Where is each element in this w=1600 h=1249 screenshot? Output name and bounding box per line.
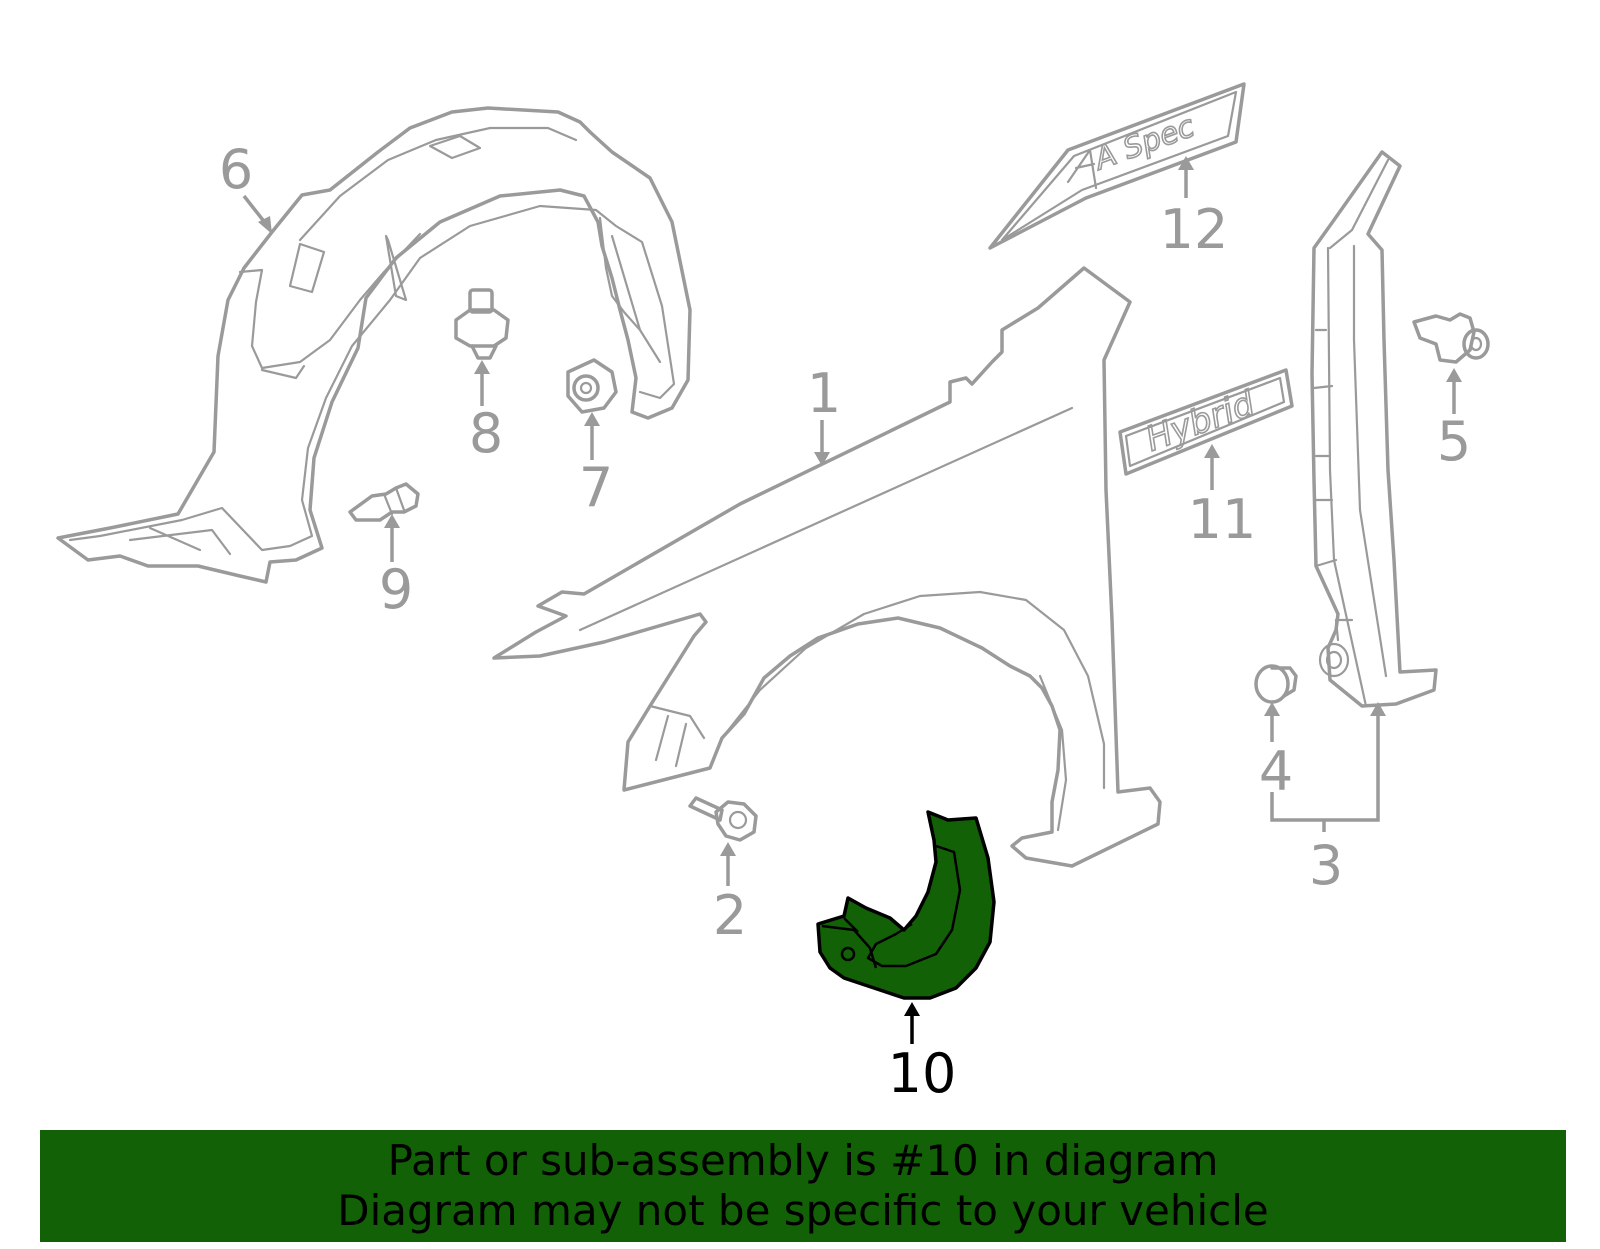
banner-line-part: Part or sub-assembly is #10 in diagram (387, 1136, 1219, 1185)
part-8-stud[interactable] (454, 288, 510, 360)
callout-12: 12 (1160, 198, 1229, 261)
hybrid-emblem-text: Hybrid (1141, 384, 1261, 460)
banner-line-disclaimer: Diagram may not be specific to your vehi… (337, 1186, 1269, 1235)
part-3-fender-bracket[interactable] (1310, 150, 1438, 708)
parts-diagram: A Spec Hybrid (56, 82, 1490, 1105)
part-7-nut[interactable] (566, 358, 618, 414)
part-6-fender-liner[interactable] (56, 106, 692, 584)
callout-8: 8 (469, 402, 503, 465)
callout-5: 5 (1437, 410, 1471, 473)
part-2-bolt[interactable] (688, 796, 758, 842)
part-5-clip[interactable] (1412, 312, 1490, 364)
callout-1: 1 (807, 362, 841, 425)
info-banner: Part or sub-assembly is #10 in diagram D… (40, 1130, 1566, 1242)
part-10-mud-guard[interactable] (816, 810, 996, 1000)
callout-6: 6 (219, 138, 253, 201)
callout-3: 3 (1309, 834, 1343, 897)
callout-4: 4 (1259, 740, 1293, 803)
part-11-hybrid-emblem[interactable]: Hybrid (1118, 368, 1294, 476)
callout-11: 11 (1188, 488, 1257, 551)
leader-arrows (242, 156, 1462, 1044)
callout-2: 2 (713, 884, 747, 947)
part-1-front-fender[interactable] (492, 266, 1162, 868)
callout-10: 10 (888, 1042, 957, 1105)
callout-9: 9 (379, 558, 413, 621)
callout-labels: 6 1 12 11 5 8 7 9 2 4 3 10 (219, 138, 1471, 1105)
part-9-push-clip[interactable] (348, 482, 420, 522)
part-4-grommet[interactable] (1254, 664, 1298, 704)
callout-7: 7 (579, 456, 613, 519)
